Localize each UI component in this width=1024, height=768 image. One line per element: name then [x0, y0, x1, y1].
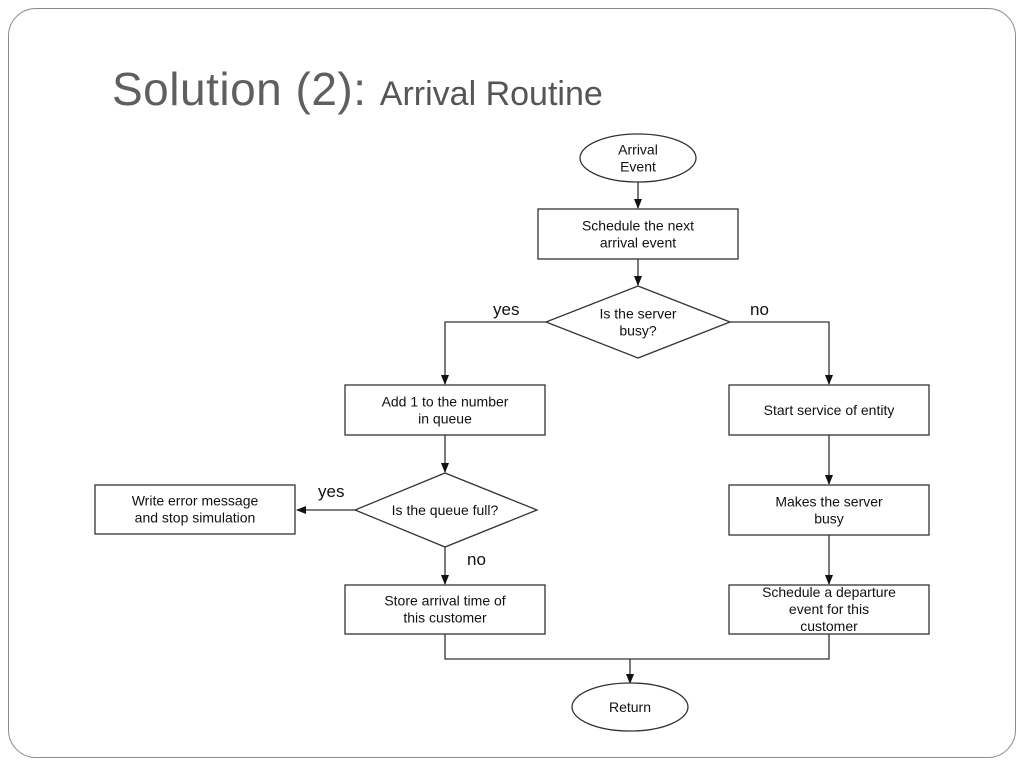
node-queue-full-decision: Is the queue full? — [353, 472, 539, 548]
schedule-departure-line: Schedule a departure — [762, 584, 896, 600]
queue-full-diamond — [353, 472, 539, 548]
store-arrival-box — [344, 584, 546, 635]
return-ellipse — [571, 682, 689, 732]
server-busy-line: Is the server — [599, 306, 676, 322]
node-start-service: Start service of entity — [728, 384, 930, 436]
queue-full-line: Is the queue full? — [392, 502, 499, 518]
store-arrival-line: this customer — [403, 610, 487, 626]
schedule-next-line: Schedule the next — [582, 218, 694, 234]
store-arrival-line: Store arrival time of — [384, 593, 505, 609]
start-service-box — [728, 384, 930, 436]
return-text: Return — [609, 699, 651, 715]
arrival-event-ellipse — [579, 133, 697, 183]
schedule-next-line: arrival event — [600, 235, 676, 251]
edge-server-no — [730, 321, 833, 385]
schedule-departure-box — [728, 584, 930, 635]
title-sub: Arrival Routine — [379, 75, 603, 113]
add-to-queue-box — [344, 384, 546, 436]
slide-title: Solution (2): Arrival Routine — [112, 62, 603, 132]
add-queue-line: in queue — [418, 411, 472, 427]
return-line: Return — [609, 699, 651, 715]
schedule-departure-line: customer — [800, 618, 858, 634]
edge-store-merge — [444, 634, 830, 660]
write-error-box — [94, 484, 296, 535]
write-error-line: and stop simulation — [135, 510, 256, 526]
server-busy-line: busy? — [619, 323, 657, 339]
start-service-line: Start service of entity — [764, 402, 895, 418]
label-server-yes: yes — [493, 300, 519, 319]
label-queue-no: no — [467, 550, 486, 569]
arrival-event-line: Arrival — [618, 142, 658, 158]
write-error-line: Write error message — [132, 493, 259, 509]
node-return: Return — [571, 682, 689, 732]
title-main: Solution (2): — [112, 63, 380, 115]
start-service-text: Start service of entity — [764, 402, 895, 418]
make-busy-line: busy — [814, 511, 844, 527]
schedule-departure-line: event for this — [789, 601, 869, 617]
server-busy-diamond — [544, 285, 732, 359]
edge-server-yes — [441, 321, 546, 385]
add-queue-line: Add 1 to the number — [382, 394, 509, 410]
label-queue-yes: yes — [318, 482, 344, 501]
make-busy-line: Makes the server — [775, 494, 883, 510]
label-server-no: no — [750, 300, 769, 319]
make-busy-box — [728, 484, 930, 536]
schedule-next-box — [537, 208, 739, 260]
edges — [296, 182, 833, 684]
queue-full-text: Is the queue full? — [392, 502, 499, 518]
arrival-event-line: Event — [620, 159, 656, 175]
